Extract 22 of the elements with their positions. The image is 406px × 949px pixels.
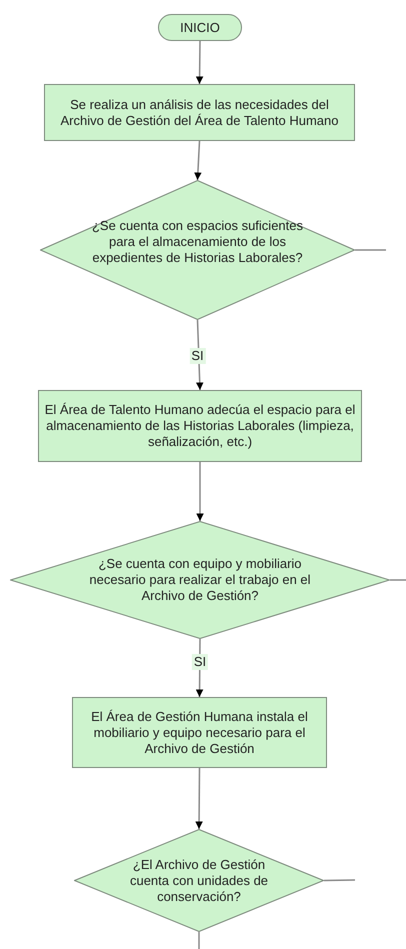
edge-label: SI	[189, 348, 206, 364]
decision-diamond	[74, 829, 324, 932]
arrow	[196, 41, 204, 84]
process-box	[44, 84, 355, 141]
arrow	[196, 639, 204, 697]
decision-text: ¿Se cuenta con equipo y mobiliario necesario para realizar el trabajo en el Archivo de Gestión?	[88, 556, 312, 604]
process-text: El Área de Gestión Humana instala el mobiliario y equipo necesario para el Archivo de Gestión	[90, 708, 309, 756]
arrow	[196, 462, 204, 521]
process-text: Se realiza un análisis de las necesidades del Archivo de Gestión del Área de Talento Humano	[60, 96, 340, 128]
process-box	[72, 697, 327, 768]
decision-text: ¿El Archivo de Gestión cuenta con unidades de conservación?	[128, 857, 270, 905]
process-text: El Área de Talento Humano adecúa el espacio para el almacenamiento de las Historias Laborales (limpieza, señalización, etc.)	[44, 402, 356, 450]
terminal-text: INICIO	[180, 20, 220, 36]
process-box	[38, 390, 362, 462]
arrow	[194, 140, 202, 180]
decision-diamond	[40, 180, 355, 320]
arrow	[195, 768, 203, 829]
edge-label: SI	[192, 654, 208, 670]
arrow	[196, 320, 204, 390]
start-terminal	[158, 14, 242, 41]
decision-text: ¿Se cuenta con espacios suficientes para el almacenamiento de los expedientes de Historias Laborales?	[90, 218, 304, 266]
decision-diamond	[10, 521, 390, 639]
